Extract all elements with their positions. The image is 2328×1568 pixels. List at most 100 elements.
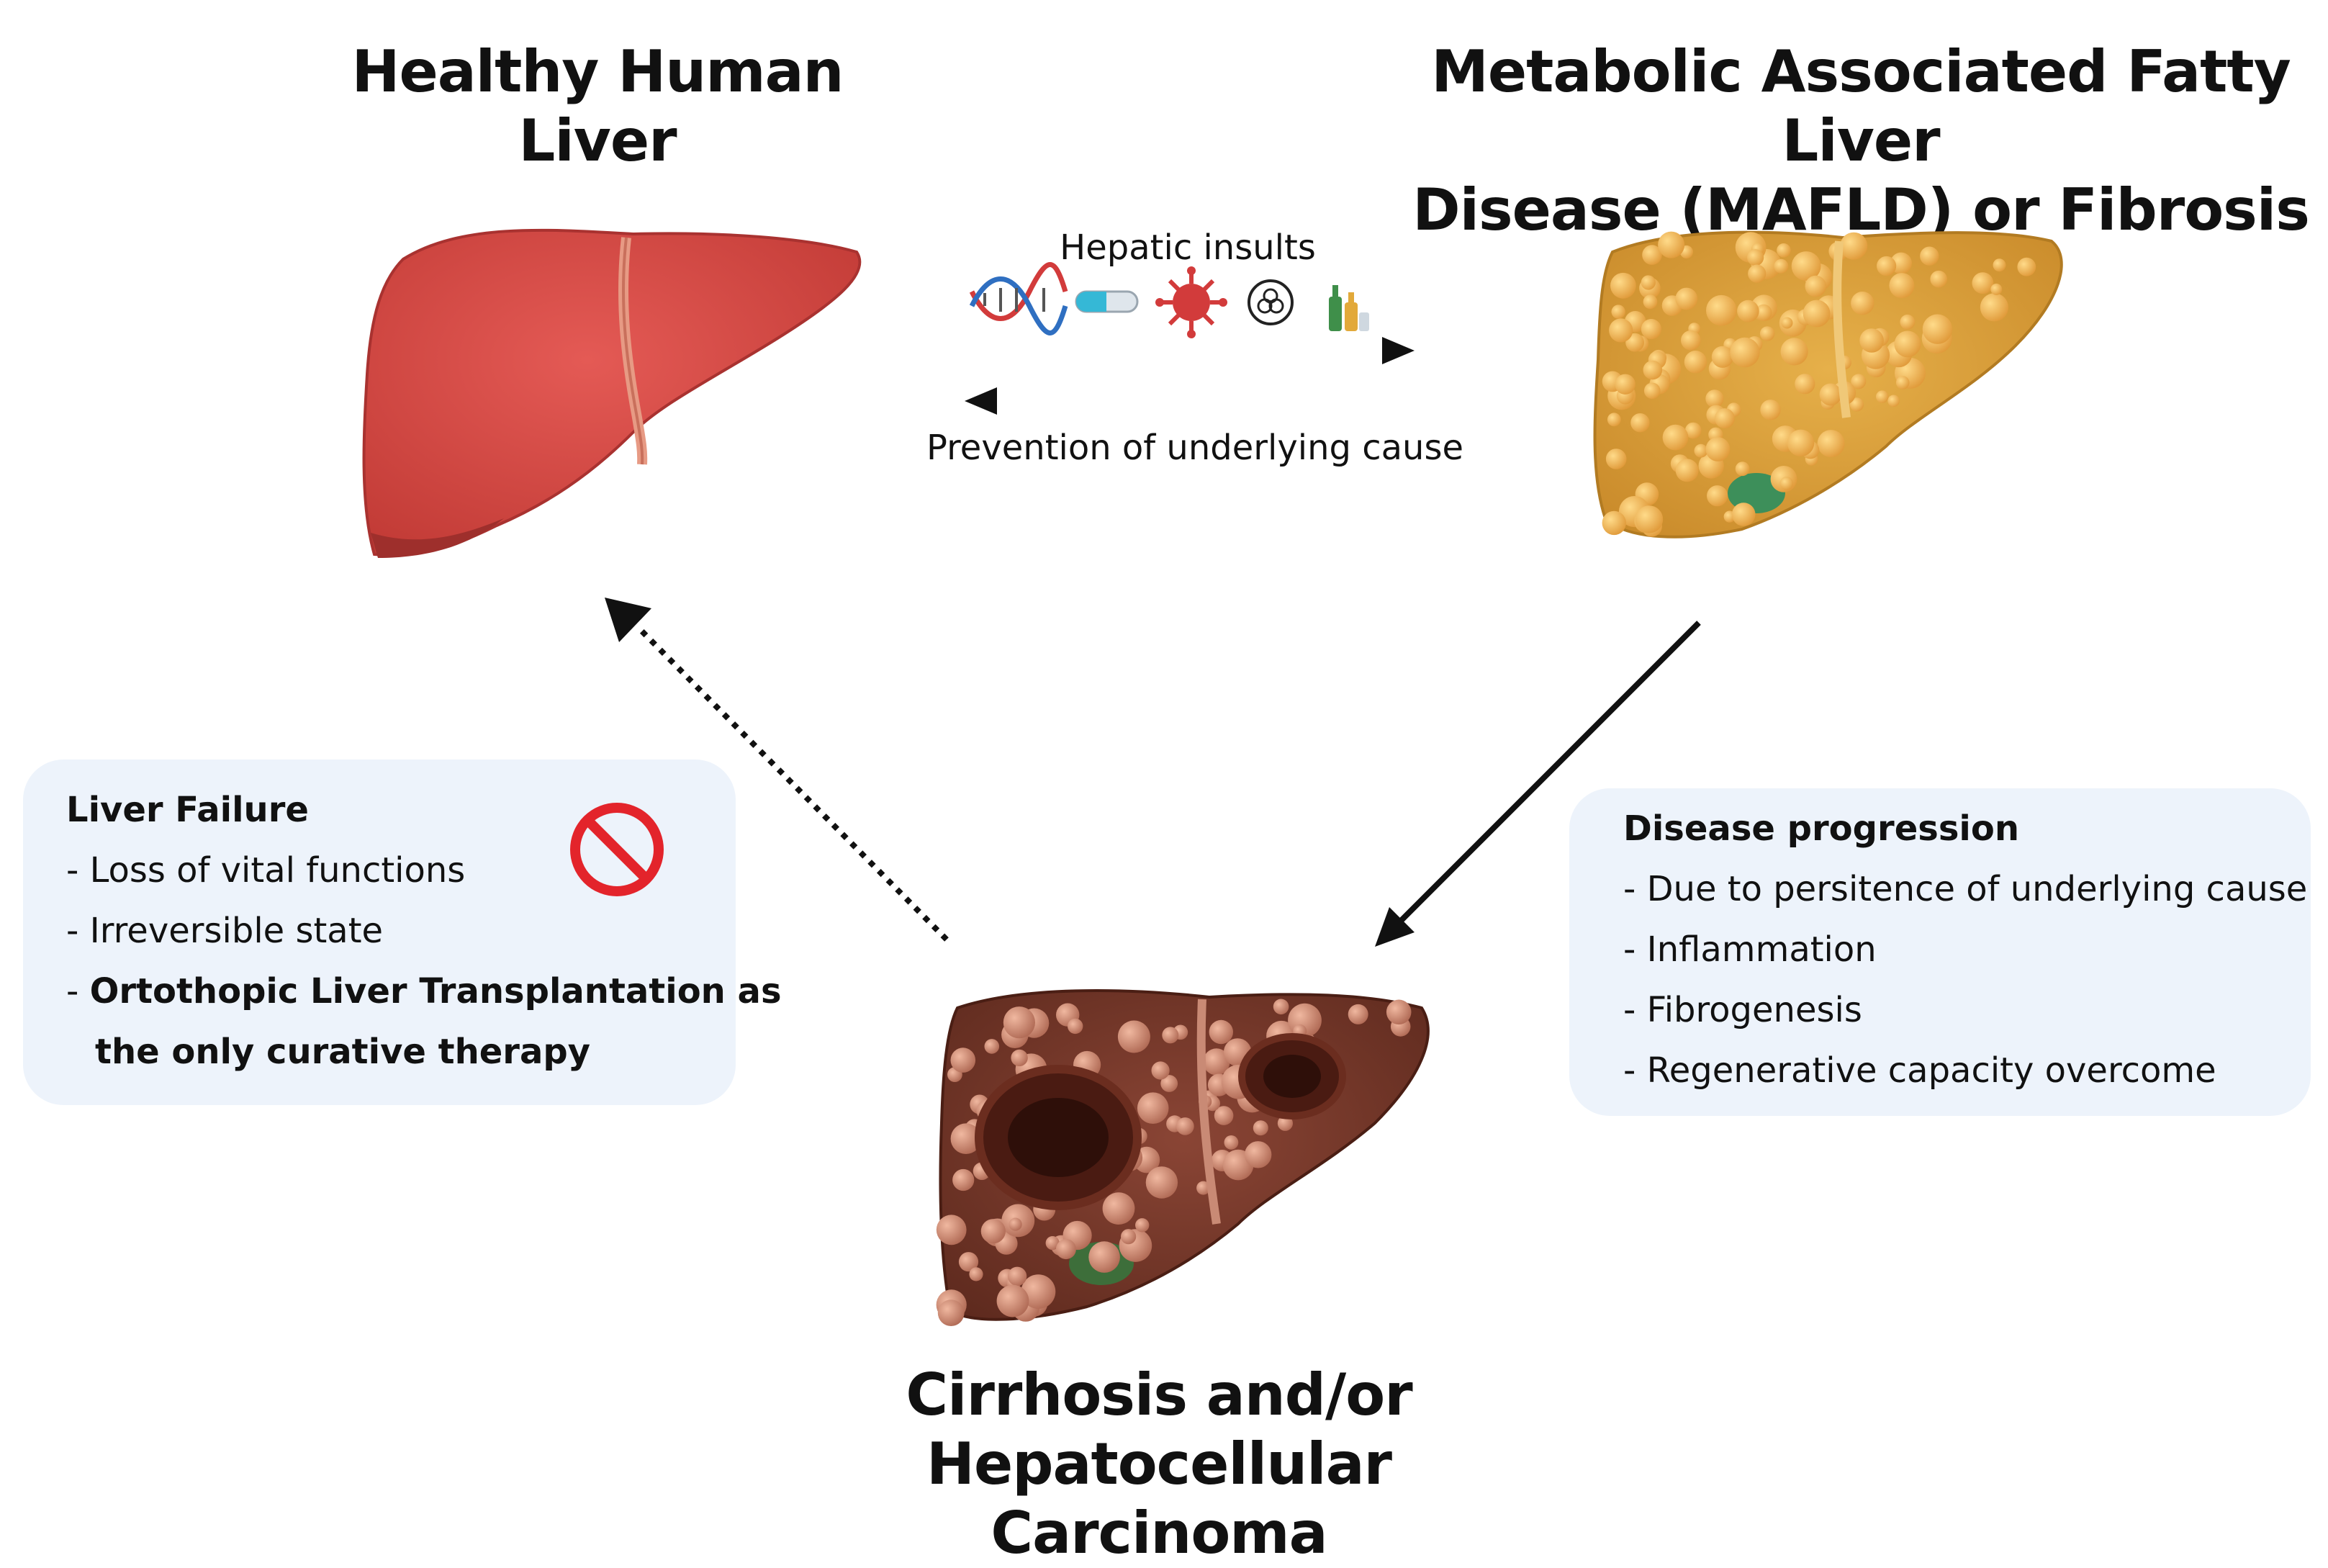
- nodule: [1003, 1006, 1035, 1039]
- nodule: [1662, 424, 1689, 451]
- nodule: [1760, 400, 1781, 420]
- fatty-liver: [1593, 230, 2063, 539]
- nodule: [1605, 449, 1627, 469]
- nodule: [1214, 1106, 1234, 1125]
- healthy-liver-title: Healthy Human Liver: [351, 38, 844, 174]
- nodule: [1011, 1049, 1028, 1067]
- liver-failure-item-transplant: - Ortothopic Liver Transplantation as: [66, 971, 782, 1011]
- liver-failure-box: Liver Failure - Loss of vital functions …: [23, 760, 782, 1105]
- nodule: [1162, 1027, 1179, 1044]
- nodule: [1731, 503, 1756, 526]
- mafld-title: Metabolic Associated Fatty Liver Disease…: [1411, 37, 2311, 245]
- nodule: [1386, 999, 1412, 1025]
- nodule: [952, 1168, 975, 1191]
- nodule: [1787, 429, 1815, 456]
- nodule: [1117, 1020, 1150, 1053]
- disease-progression-title: Disease progression: [1623, 808, 2019, 849]
- nodule: [1675, 287, 1698, 310]
- liver-failure-title: Liver Failure: [66, 790, 309, 830]
- nodule: [1851, 374, 1867, 389]
- mafld-title-line2: Disease (MAFLD) or Fibrosis: [1412, 176, 2310, 243]
- nodule: [1774, 258, 1789, 274]
- nodule: [1711, 346, 1733, 368]
- nodule: [1803, 299, 1831, 328]
- nodule: [1747, 249, 1764, 266]
- nodule: [1643, 382, 1661, 400]
- nodule: [1748, 264, 1767, 283]
- nodule: [950, 1047, 976, 1073]
- nodule: [980, 1219, 1006, 1244]
- nodule: [1694, 443, 1708, 458]
- nodule: [1894, 330, 1921, 358]
- cirrhotic-liver: [936, 988, 1430, 1326]
- nodule: [1887, 395, 1900, 407]
- virus-icon: [1155, 266, 1227, 338]
- nodule: [1609, 318, 1633, 343]
- nodule: [1615, 374, 1636, 395]
- nodule: [1643, 360, 1663, 380]
- backward-arrow-head: [965, 387, 997, 415]
- nodule: [1675, 459, 1699, 482]
- nodule: [1779, 477, 1794, 490]
- nodule: [1849, 397, 1864, 412]
- liver-disease-diagram: Healthy Human Liver Metabolic Associated…: [23, 37, 2311, 1567]
- nodule: [1972, 272, 1994, 294]
- nodule: [1009, 1217, 1022, 1231]
- nodule: [1920, 246, 1939, 266]
- nodule: [1253, 1120, 1268, 1136]
- cirrhosis-title-line1: Cirrhosis and/or: [906, 1361, 1412, 1428]
- nodule: [1630, 413, 1650, 433]
- nodule: [1859, 328, 1884, 353]
- nodule: [1819, 383, 1842, 406]
- pill-icon: [1075, 290, 1139, 313]
- nodule: [1121, 1229, 1137, 1245]
- nodule: [1730, 337, 1760, 368]
- nodule: [1055, 1239, 1076, 1260]
- liver-failure-item: - Irreversible state: [66, 911, 384, 951]
- nodule: [1705, 437, 1731, 461]
- nodule: [1602, 510, 1626, 536]
- mafld-title-line1: Metabolic Associated Fatty Liver: [1431, 38, 2291, 174]
- nodule: [969, 1267, 983, 1281]
- nodule: [1176, 1117, 1194, 1135]
- nodule: [1277, 1115, 1293, 1131]
- nodule: [1795, 374, 1815, 395]
- nodule: [1791, 251, 1821, 281]
- nodule: [1684, 351, 1707, 374]
- nodule: [937, 1299, 965, 1326]
- nodule: [1980, 293, 2008, 322]
- nodule: [1045, 1236, 1060, 1251]
- nodule: [1805, 275, 1827, 297]
- nodule: [1137, 1092, 1169, 1124]
- prevention-label: Prevention of underlying cause: [926, 428, 1463, 468]
- nodule: [1777, 243, 1791, 258]
- nodule: [1781, 317, 1793, 329]
- nodule: [1642, 245, 1662, 265]
- nodule: [1641, 319, 1661, 340]
- nodule: [1610, 272, 1636, 299]
- nodule: [1135, 1218, 1150, 1233]
- nodule: [996, 1284, 1029, 1317]
- nodule: [1068, 1018, 1083, 1035]
- nodule: [1635, 505, 1664, 533]
- nodule: [1607, 413, 1621, 427]
- nodule: [1684, 422, 1702, 439]
- disease-progression-item: - Regenerative capacity overcome: [1623, 1050, 2216, 1091]
- hepatic-insults-label: Hepatic insults: [1060, 227, 1316, 268]
- nodule: [1706, 294, 1737, 326]
- nodule: [1737, 299, 1759, 323]
- disease-progression-item: - Due to persitence of underlying cause: [1623, 869, 2308, 909]
- nodule: [950, 1123, 982, 1154]
- nodule: [1714, 408, 1735, 429]
- liver-failure-item-transplant-cont: the only curative therapy: [95, 1032, 591, 1072]
- disease-progression-item: - Inflammation: [1623, 929, 1877, 970]
- nodule: [1755, 304, 1772, 321]
- nodule: [1641, 275, 1656, 290]
- nodule: [1780, 338, 1808, 366]
- healthy-liver: [362, 228, 862, 558]
- forward-arrow-head: [1382, 337, 1415, 364]
- nodule: [1707, 485, 1728, 507]
- nodule: [984, 1039, 1000, 1054]
- nodule: [1088, 1241, 1120, 1273]
- nodule: [1224, 1135, 1239, 1150]
